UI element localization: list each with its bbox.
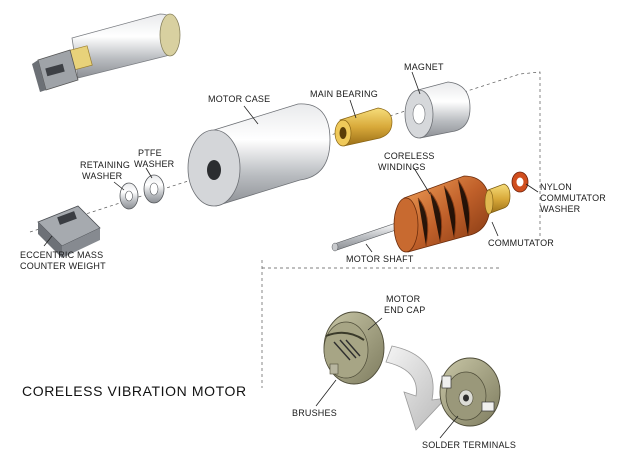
label-solder-terminals: SOLDER TERMINALS — [422, 440, 516, 450]
label-nylon-washer-line1: NYLON — [540, 182, 572, 192]
motor-end-cap — [323, 311, 385, 385]
label-retaining-washer-line2: WASHER — [82, 171, 123, 181]
label-ptfe-washer-line2: WASHER — [134, 159, 175, 169]
rotation-arrow-icon — [385, 345, 448, 431]
label-end-cap-line2: END CAP — [384, 305, 425, 315]
label-coreless-windings-line1: CORELESS — [384, 151, 435, 161]
label-retaining-washer-line1: RETAINING — [80, 160, 130, 170]
label-nylon-washer-line3: WASHER — [540, 204, 581, 214]
main-bearing — [334, 107, 393, 147]
label-eccentric-mass-line1: ECCENTRIC MASS — [20, 250, 103, 260]
brushes-illustration — [333, 339, 361, 361]
magnet — [404, 81, 471, 139]
commutator — [484, 183, 511, 215]
coreless-windings — [393, 175, 491, 253]
label-nylon-washer-line2: COMMUTATOR — [540, 193, 606, 203]
nylon-commutator-washer — [511, 171, 529, 193]
solder-terminals-illustration — [441, 375, 495, 412]
part-labels: MOTOR CASE MAIN BEARING MAGNET PTFE WASH… — [20, 62, 606, 450]
label-motor-case: MOTOR CASE — [208, 94, 270, 104]
retaining-washer — [119, 182, 139, 210]
assembled-motor-illustration — [32, 13, 181, 92]
eccentric-mass-counter-weight — [37, 205, 101, 258]
label-main-bearing: MAIN BEARING — [310, 89, 378, 99]
label-brushes: BRUSHES — [292, 408, 337, 418]
motor-case — [187, 103, 331, 207]
label-coreless-windings-line2: WINDINGS — [378, 162, 426, 172]
label-magnet: MAGNET — [404, 62, 444, 72]
assembly-guide-lines — [29, 71, 541, 388]
label-commutator: COMMUTATOR — [488, 238, 554, 248]
diagram-title: CORELESS VIBRATION MOTOR — [22, 383, 247, 399]
callout-leader-lines — [43, 71, 539, 439]
label-eccentric-mass-line2: COUNTER WEIGHT — [20, 261, 106, 271]
label-motor-shaft: MOTOR SHAFT — [346, 254, 414, 264]
end-cap-rear-view — [439, 357, 501, 427]
label-end-cap-line1: MOTOR — [386, 294, 421, 304]
label-ptfe-washer-line1: PTFE — [138, 148, 162, 158]
ptfe-washer — [143, 174, 165, 204]
